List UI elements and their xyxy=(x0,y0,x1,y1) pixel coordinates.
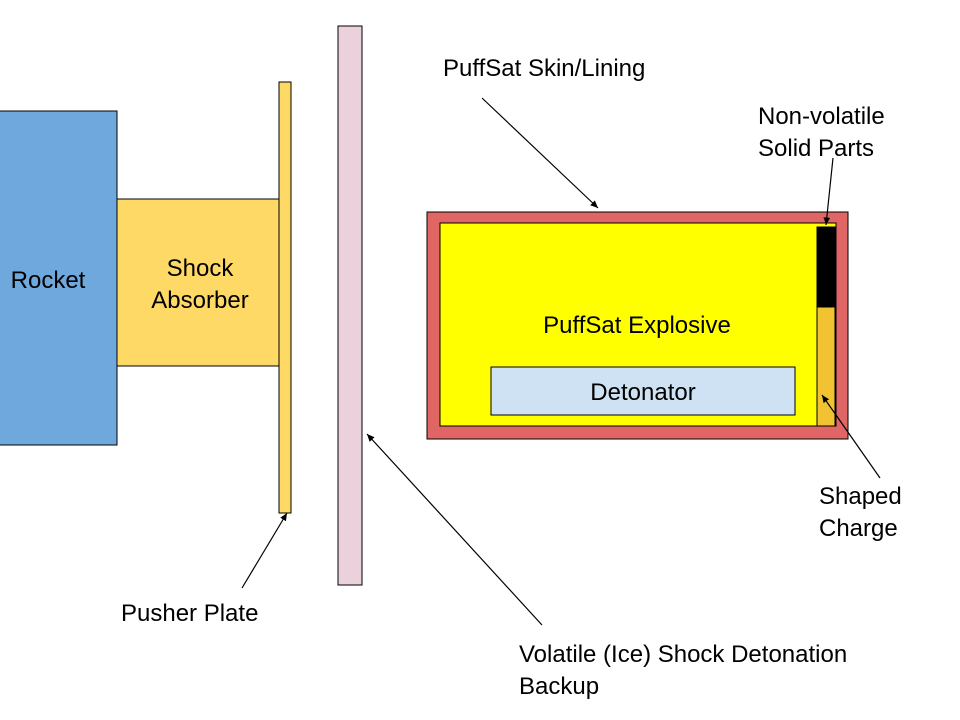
ice-backup-block xyxy=(337,25,363,586)
shaped-charge-label-line1: Shaped xyxy=(819,483,902,510)
shock-absorber-label-line1: Shock xyxy=(167,255,235,282)
shaped-charge-arrow xyxy=(821,394,881,479)
ice-backup-label-line2: Backup xyxy=(519,673,599,700)
shock-absorber-block xyxy=(116,198,280,367)
rocket-label: Rocket xyxy=(11,267,86,294)
puffsat-explosive-label: PuffSat Explosive xyxy=(543,312,731,339)
pusher-plate-arrow xyxy=(241,512,288,589)
skin-arrow xyxy=(481,97,599,209)
ice-backup-label-line1: Volatile (Ice) Shock Detonation xyxy=(519,641,847,668)
shaped-charge-block xyxy=(816,306,836,427)
shaped-charge-label-line2: Charge xyxy=(819,515,898,542)
solid-parts-arrow xyxy=(823,157,834,226)
pusher-plate-block xyxy=(278,81,292,514)
ice-backup-arrow xyxy=(366,433,543,626)
detonator-label: Detonator xyxy=(590,379,695,406)
shock-absorber-label-line2: Absorber xyxy=(151,287,248,314)
non-volatile-label-line1: Non-volatile xyxy=(758,103,885,130)
detonator-block xyxy=(490,366,796,416)
puffsat-skin-label: PuffSat Skin/Lining xyxy=(443,55,645,82)
non-volatile-label-line2: Solid Parts xyxy=(758,135,874,162)
solid-parts-block xyxy=(816,226,836,308)
rocket-block xyxy=(0,110,118,446)
pusher-plate-label: Pusher Plate xyxy=(121,600,258,627)
